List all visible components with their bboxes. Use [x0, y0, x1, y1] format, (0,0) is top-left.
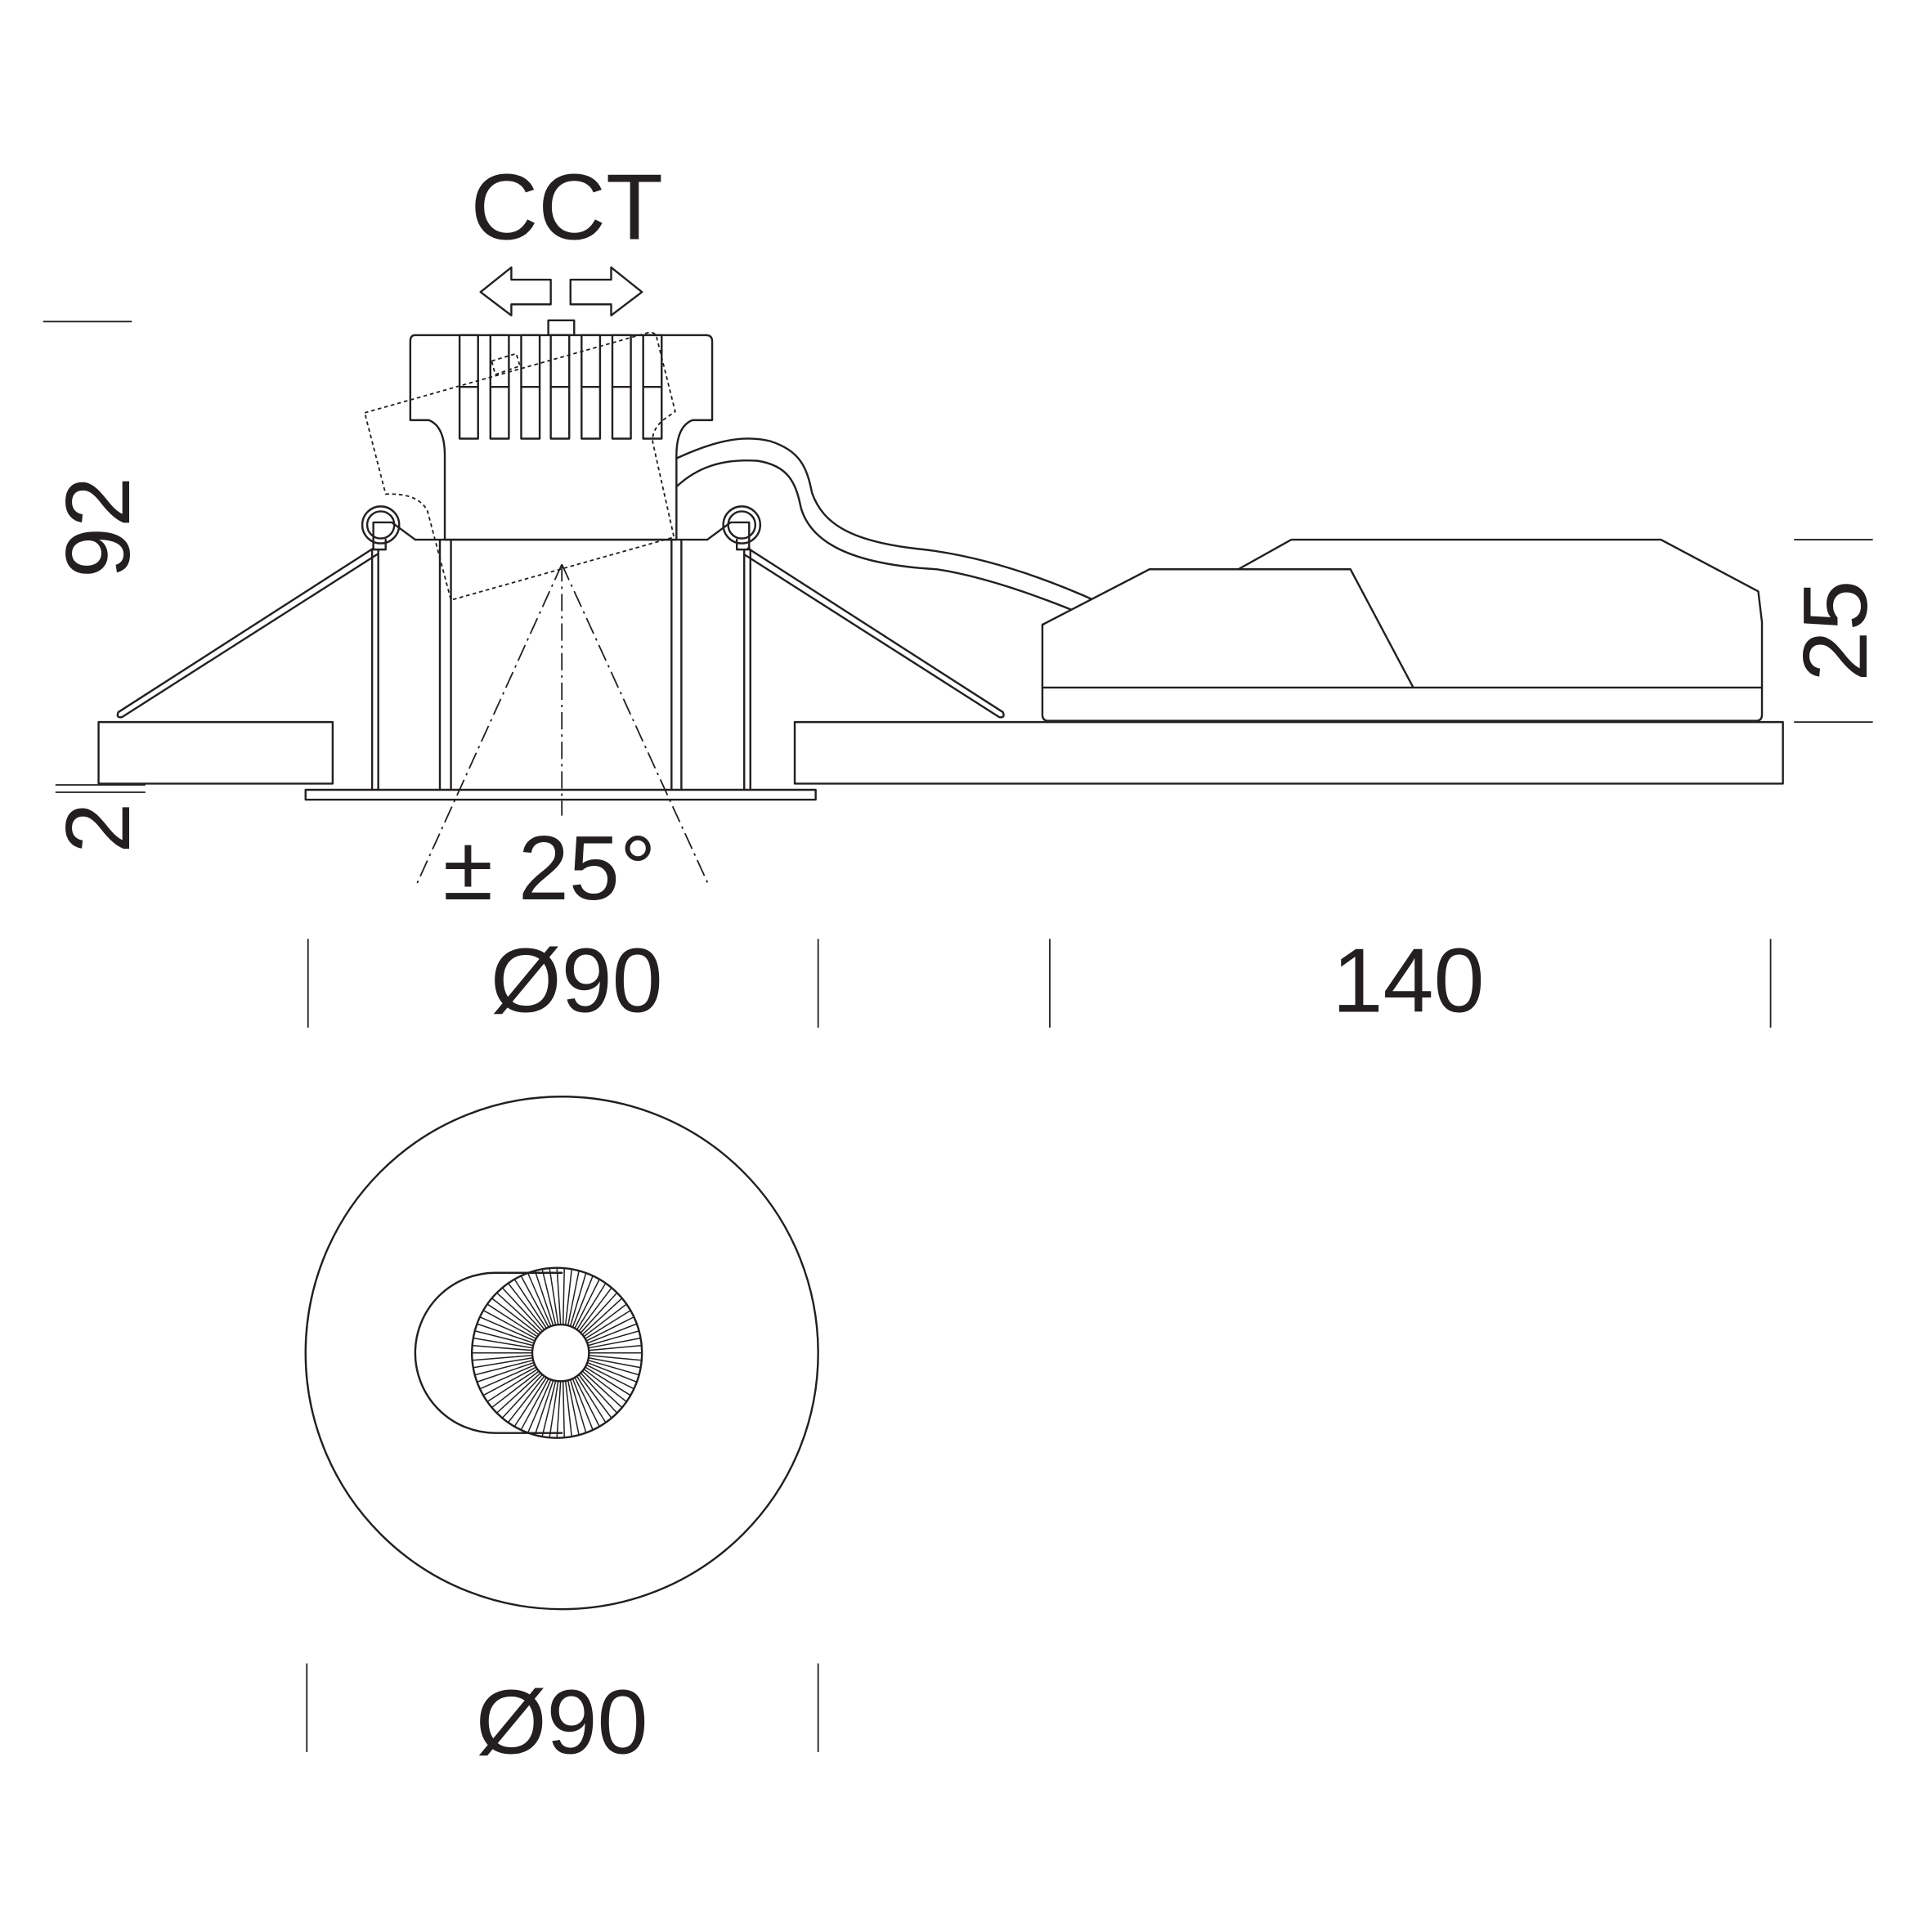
lens-radial-line	[477, 1361, 535, 1383]
lens-radial-line	[474, 1359, 534, 1376]
lens-radial-line	[549, 1268, 559, 1325]
lens-radial-line	[507, 1375, 545, 1423]
lens-radial-line	[541, 1380, 557, 1437]
lens-radial-line	[541, 1269, 557, 1325]
lens-radial-line	[580, 1292, 618, 1334]
lens-radial-line	[482, 1310, 537, 1340]
cct-label: CCT	[471, 155, 663, 259]
lens-radial-line	[585, 1316, 634, 1342]
lens-radial-line	[585, 1366, 631, 1396]
lens-radial-line	[572, 1378, 594, 1431]
lens-radial-line	[574, 1377, 600, 1428]
lens-radial-line	[578, 1287, 612, 1332]
lens-radial-line	[513, 1279, 547, 1329]
lens-radial-line	[556, 1381, 562, 1438]
ceiling-section-left	[97, 720, 334, 785]
lens-radial-line	[564, 1380, 572, 1437]
lens-radial-line	[588, 1356, 641, 1369]
arrow-right-icon	[569, 266, 643, 317]
lens-radial-line	[472, 1354, 533, 1361]
lens-radial-line	[527, 1272, 552, 1327]
lens-radial-line	[486, 1368, 538, 1402]
lens-radial-line	[534, 1379, 554, 1436]
lens-radial-line	[507, 1283, 545, 1330]
driver-box	[1041, 538, 1764, 722]
lens-radial-line	[583, 1368, 627, 1402]
lens-radial-line	[581, 1370, 623, 1409]
front-view-lens-housing	[414, 1271, 563, 1434]
trim-plate	[304, 788, 817, 801]
heatsink	[409, 319, 714, 541]
lens-radial-line	[486, 1303, 538, 1338]
spring-clips	[116, 547, 1005, 719]
lens-radial-line	[587, 1330, 639, 1347]
lens-radial-line	[574, 1279, 600, 1329]
lens-radial-line	[513, 1377, 547, 1428]
lens-radial-line	[473, 1337, 533, 1349]
height-total-label: 92	[47, 477, 149, 578]
tilted-fin-detail	[491, 352, 522, 376]
lens-radial-line	[479, 1316, 536, 1342]
lens-radial-line	[589, 1354, 642, 1361]
housing-tube	[370, 538, 751, 791]
lens-radial-line	[589, 1344, 642, 1352]
front-view-lens	[470, 1266, 643, 1439]
driver-height-label: 25	[1784, 580, 1886, 682]
lens-radial-line	[586, 1361, 638, 1383]
lens-radial-line	[491, 1298, 540, 1336]
lens-radial-line	[581, 1298, 623, 1335]
lens-radial-line	[534, 1271, 554, 1326]
cable	[675, 437, 1098, 612]
lens-radial-line	[576, 1375, 607, 1423]
lens-radial-line	[564, 1269, 572, 1325]
lens-radial-line	[569, 1272, 587, 1327]
tilt-angle-label: ± 25°	[443, 817, 657, 919]
lens-radial-line	[576, 1283, 607, 1330]
lens-radial-line	[585, 1310, 631, 1340]
front-view-trim	[304, 1096, 819, 1611]
diameter-side-label: Ø90	[491, 929, 663, 1031]
lens-radial-line	[583, 1303, 627, 1338]
lens-radial-line	[572, 1275, 594, 1328]
beam-angle-lines	[415, 563, 710, 885]
lens-radial-line	[482, 1366, 537, 1396]
lens-radial-line	[578, 1374, 612, 1419]
lens-radial-line	[588, 1337, 641, 1349]
ceiling-section-right	[793, 720, 1784, 785]
lens-radial-line	[474, 1330, 534, 1347]
lens-radial-line	[479, 1364, 536, 1390]
lens-radial-line	[520, 1378, 549, 1431]
trim-thickness-label: 2	[47, 803, 149, 854]
lens-radial-line	[556, 1267, 562, 1325]
lens-radial-line	[491, 1370, 540, 1409]
lens-radial-line	[580, 1372, 618, 1414]
lens-radial-line	[477, 1323, 535, 1344]
lens-radial-line	[567, 1271, 580, 1326]
lens-radial-line	[585, 1364, 634, 1390]
lens-radial-line	[520, 1275, 549, 1328]
lens-radial-line	[501, 1287, 543, 1332]
lens-radial-line	[527, 1378, 552, 1433]
lens-radial-line	[496, 1372, 541, 1414]
lens-radial-line	[569, 1379, 587, 1433]
lens-radial-line	[472, 1344, 533, 1352]
lens-radial-line	[473, 1356, 533, 1369]
lens-radial-line	[587, 1359, 639, 1376]
lens-radial-line	[501, 1374, 543, 1419]
lens-radial-line	[586, 1323, 638, 1344]
driver-length-label: 140	[1332, 929, 1484, 1031]
lens-radial-line	[549, 1381, 559, 1438]
arrow-left-icon	[479, 266, 552, 317]
collar	[361, 505, 762, 551]
tilted-position-outline	[363, 331, 676, 602]
lens-radial-line	[562, 1268, 565, 1325]
diameter-front-label: Ø90	[476, 1670, 648, 1773]
lens-radial-line	[562, 1381, 565, 1438]
lens-radial-line	[567, 1380, 580, 1436]
lens-radial-line	[496, 1292, 541, 1334]
